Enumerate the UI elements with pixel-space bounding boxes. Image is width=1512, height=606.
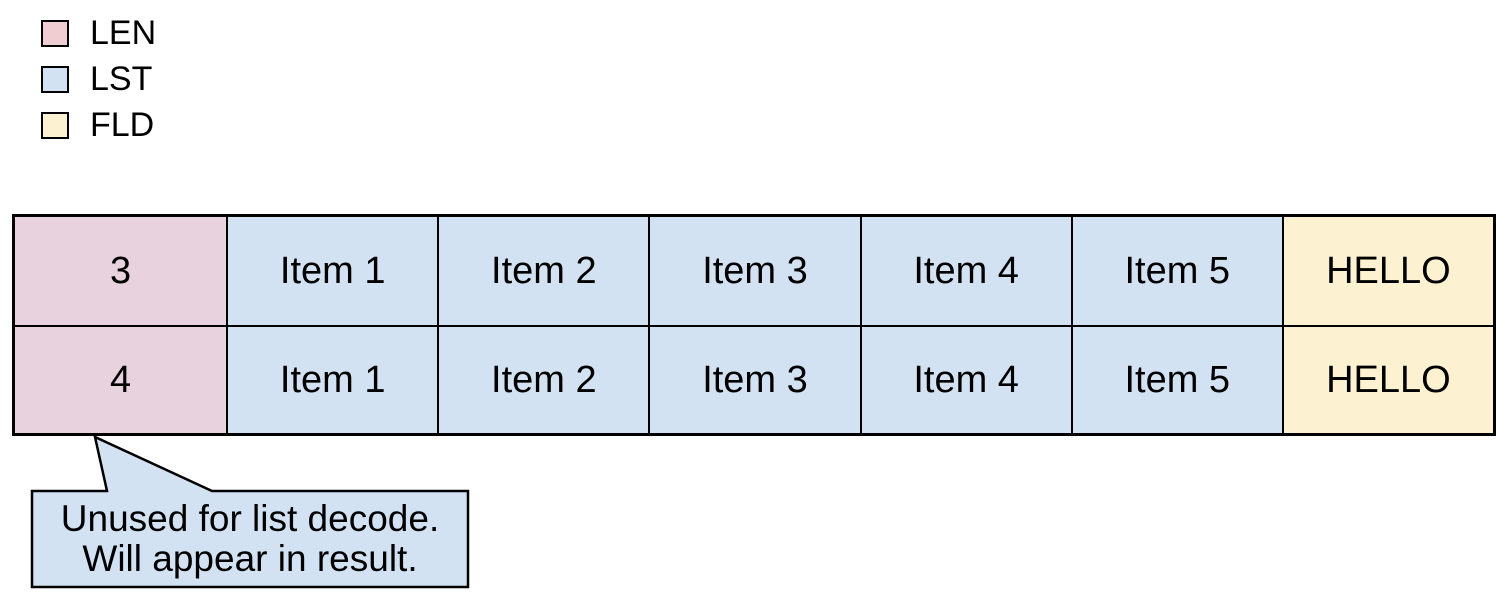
table-cell-item3-row2: Item 3 bbox=[648, 325, 860, 433]
table-cell-len-row2: 4 bbox=[15, 325, 227, 433]
legend-label-len: LEN bbox=[90, 14, 157, 52]
table-cell-item5-row1: Item 5 bbox=[1070, 217, 1282, 325]
legend-swatch-len bbox=[41, 19, 69, 47]
callout-bubble-shape bbox=[30, 434, 470, 589]
legend-item-lst: LST bbox=[41, 60, 156, 98]
legend-label-fld: FLD bbox=[90, 106, 155, 144]
table-cell-field-row1: HELLO bbox=[1281, 217, 1493, 325]
legend: LEN LST FLD bbox=[41, 14, 157, 157]
legend-label-lst: LST bbox=[90, 60, 153, 98]
legend-swatch-lst bbox=[41, 65, 69, 93]
legend-swatch-fld bbox=[41, 111, 69, 139]
table-cell-item2-row1: Item 2 bbox=[437, 217, 649, 325]
callout-line2: Will appear in result. bbox=[82, 538, 418, 579]
table-cell-item4-row1: Item 4 bbox=[859, 217, 1071, 325]
table-cell-item5-row2: Item 5 bbox=[1070, 325, 1282, 433]
encoding-table: 3 Item 1 Item 2 Item 3 Item 4 Item 5 HEL… bbox=[12, 214, 1496, 436]
table-cell-len-row1: 3 bbox=[15, 217, 227, 325]
legend-item-len: LEN bbox=[41, 14, 157, 52]
table-cell-item3-row1: Item 3 bbox=[648, 217, 860, 325]
table-cell-item2-row2: Item 2 bbox=[437, 325, 649, 433]
callout-line1: Unused for list decode. bbox=[60, 498, 440, 539]
callout-text: Unused for list decode. Will appear in r… bbox=[32, 491, 468, 587]
legend-item-fld: FLD bbox=[41, 106, 156, 144]
table-cell-field-row2: HELLO bbox=[1281, 325, 1493, 433]
table-cell-item1-row1: Item 1 bbox=[226, 217, 438, 325]
table-cell-item1-row2: Item 1 bbox=[226, 325, 438, 433]
table-cell-item4-row2: Item 4 bbox=[859, 325, 1071, 433]
